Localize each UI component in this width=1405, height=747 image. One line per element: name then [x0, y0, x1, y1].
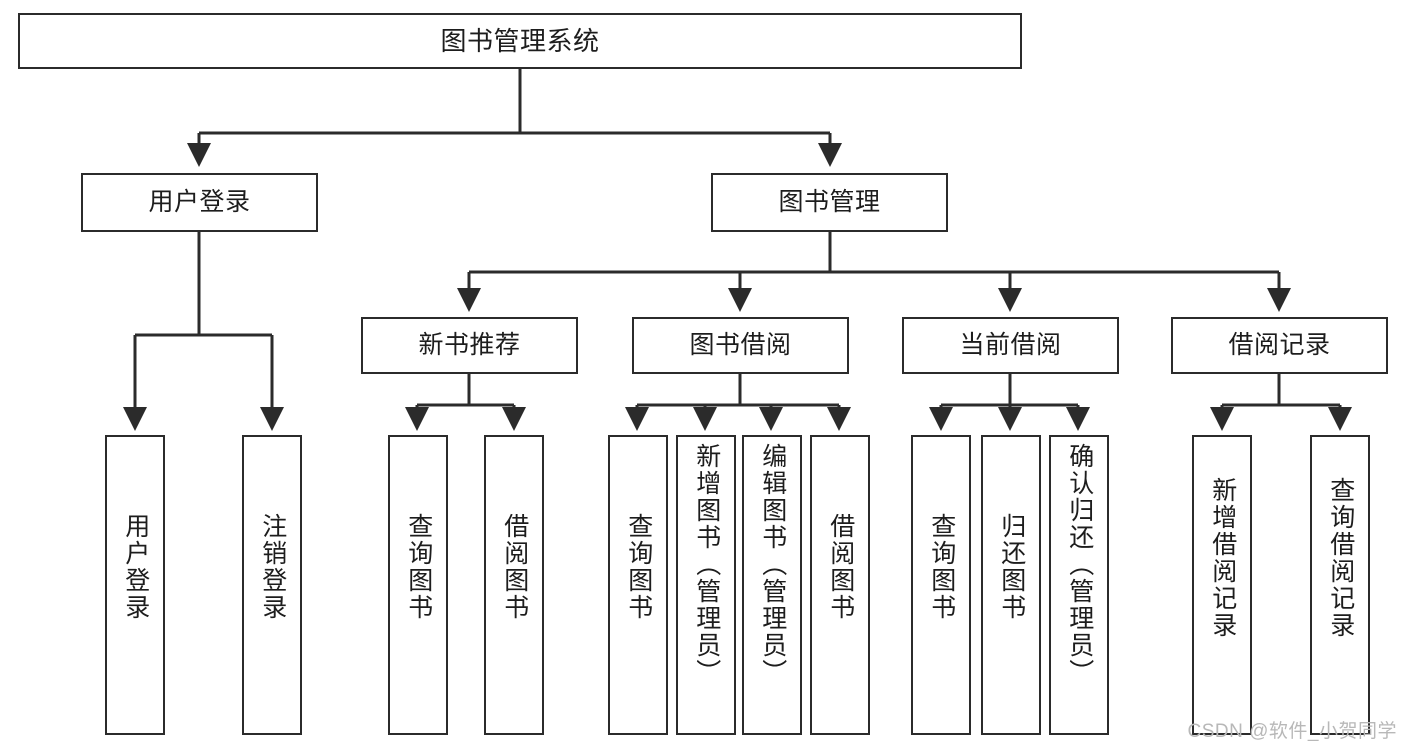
node-leaf-add-borrow-record-label: 新增借阅记录	[1208, 477, 1237, 639]
node-new-book-recommend[interactable]: 新书推荐	[361, 317, 578, 374]
node-leaf-add-book-admin[interactable]: 新增图书（管理员）	[676, 435, 736, 735]
node-book-manage-label: 图书管理	[778, 188, 881, 216]
node-leaf-borrow-book-1[interactable]: 借阅图书	[484, 435, 544, 735]
node-book-borrow[interactable]: 图书借阅	[632, 317, 849, 374]
node-leaf-user-login-label: 用户登录	[121, 513, 150, 621]
node-leaf-logout-login[interactable]: 注销登录	[242, 435, 302, 735]
node-user-login[interactable]: 用户登录	[81, 173, 318, 232]
node-leaf-query-book-3[interactable]: 查询图书	[911, 435, 971, 735]
node-leaf-edit-book-admin[interactable]: 编辑图书（管理员）	[742, 435, 802, 735]
csdn-watermark: CSDN @软件_小贺同学	[1187, 721, 1397, 742]
node-leaf-query-book-2[interactable]: 查询图书	[608, 435, 668, 735]
node-borrow-record[interactable]: 借阅记录	[1171, 317, 1388, 374]
node-leaf-query-book-1-label: 查询图书	[404, 513, 433, 621]
node-leaf-borrow-book-2[interactable]: 借阅图书	[810, 435, 870, 735]
node-leaf-query-book-1[interactable]: 查询图书	[388, 435, 448, 735]
node-leaf-borrow-book-1-label: 借阅图书	[500, 513, 529, 621]
node-current-borrow[interactable]: 当前借阅	[902, 317, 1119, 374]
node-leaf-return-book-label: 归还图书	[997, 513, 1026, 621]
node-leaf-query-book-3-label: 查询图书	[927, 513, 956, 621]
node-leaf-borrow-book-2-label: 借阅图书	[826, 513, 855, 621]
node-leaf-return-book[interactable]: 归还图书	[981, 435, 1041, 735]
node-root-label: 图书管理系统	[440, 26, 600, 56]
node-user-login-label: 用户登录	[148, 188, 251, 216]
node-leaf-logout-login-label: 注销登录	[258, 513, 287, 621]
node-book-manage[interactable]: 图书管理	[711, 173, 948, 232]
node-new-book-recommend-label: 新书推荐	[418, 331, 521, 359]
node-leaf-confirm-return-admin-label: 确认归还（管理员）	[1065, 443, 1094, 686]
node-leaf-query-borrow-record-label: 查询借阅记录	[1326, 477, 1355, 639]
node-root[interactable]: 图书管理系统	[18, 13, 1022, 69]
node-leaf-query-book-2-label: 查询图书	[624, 513, 653, 621]
node-leaf-user-login[interactable]: 用户登录	[105, 435, 165, 735]
node-book-borrow-label: 图书借阅	[689, 331, 792, 359]
node-leaf-confirm-return-admin[interactable]: 确认归还（管理员）	[1049, 435, 1109, 735]
node-borrow-record-label: 借阅记录	[1228, 331, 1331, 359]
node-leaf-add-borrow-record[interactable]: 新增借阅记录	[1192, 435, 1252, 735]
node-leaf-add-book-admin-label: 新增图书（管理员）	[692, 443, 721, 686]
node-current-borrow-label: 当前借阅	[959, 331, 1062, 359]
node-leaf-query-borrow-record[interactable]: 查询借阅记录	[1310, 435, 1370, 735]
node-leaf-edit-book-admin-label: 编辑图书（管理员）	[758, 443, 787, 686]
